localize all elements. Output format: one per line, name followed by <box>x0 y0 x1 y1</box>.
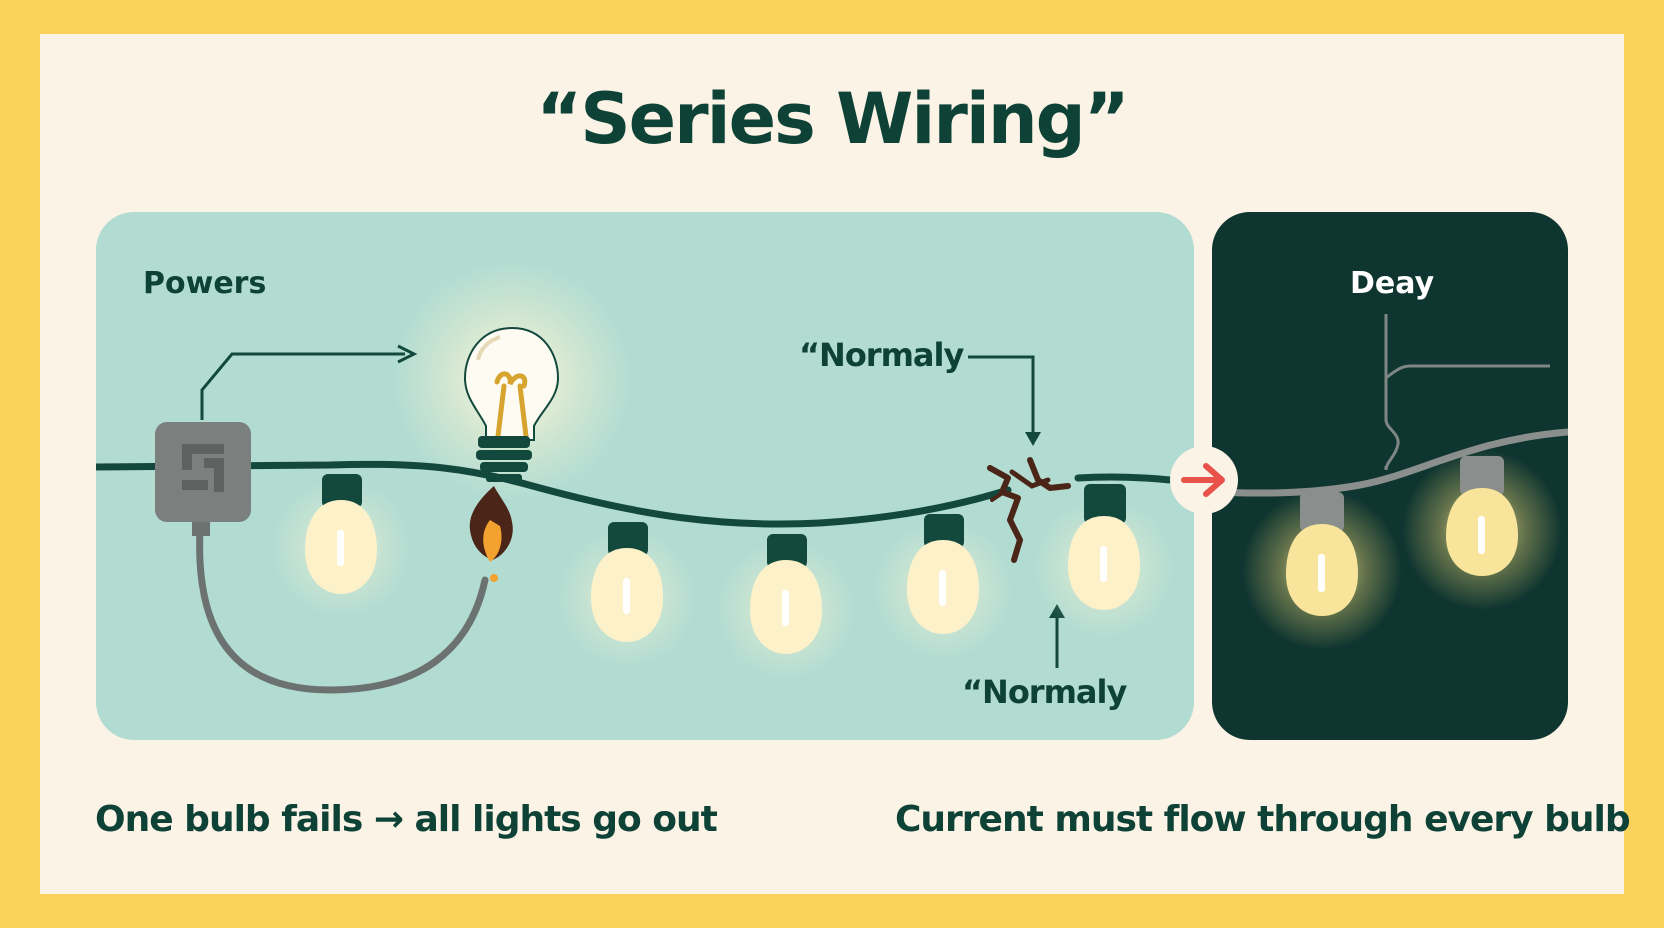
page-title: “Series Wiring” <box>536 78 1130 160</box>
right-arrow-icon <box>1170 446 1238 514</box>
powers-connector <box>200 352 405 420</box>
flame-icon <box>469 486 513 582</box>
dead-wire <box>1212 428 1568 497</box>
lit-bulb-icon <box>463 326 560 482</box>
hanging-bulbs-left <box>271 474 1174 680</box>
return-cord <box>196 526 489 694</box>
power-plug-icon <box>155 422 251 522</box>
normaly-label-top: “Normaly <box>799 336 964 374</box>
main-wire-after-break <box>1074 473 1174 484</box>
deay-label: Deay <box>1350 266 1435 301</box>
bulb <box>1402 450 1562 610</box>
bulb <box>873 514 1013 660</box>
bulb <box>271 474 411 618</box>
bulb <box>716 534 856 680</box>
caption-left: One bulb fails → all lights go out <box>95 799 718 840</box>
normaly-label-bottom: “Normaly <box>962 673 1127 711</box>
wire-break-icon <box>987 457 1071 563</box>
branch-line <box>1384 314 1550 471</box>
powers-label: Powers <box>143 266 267 301</box>
bulb <box>1034 484 1174 638</box>
normaly-top-arrow <box>968 355 1035 438</box>
main-wire <box>96 460 1012 528</box>
caption-right: Current must flow through every bulb <box>895 799 1631 840</box>
bulb <box>1242 490 1402 650</box>
bulb <box>557 522 697 668</box>
